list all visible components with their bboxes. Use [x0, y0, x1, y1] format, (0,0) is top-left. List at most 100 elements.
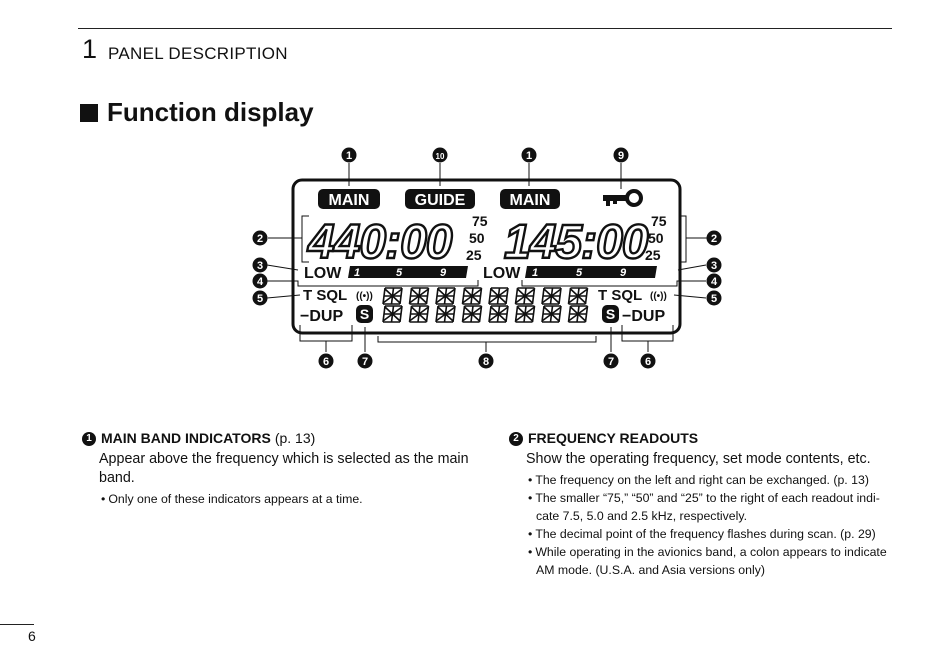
footer-rule	[0, 624, 34, 625]
callout-9: 9	[613, 147, 629, 163]
svg-text:9: 9	[620, 267, 627, 279]
char-cell	[435, 305, 456, 323]
item-heading: FREQUENCY READOUTS	[528, 430, 699, 446]
sub-freqs-right: 75 50 25	[645, 213, 667, 263]
char-cell	[567, 305, 589, 323]
svg-text:6: 6	[323, 356, 329, 368]
svg-text:7: 7	[608, 356, 614, 368]
chapter-title: PANEL DESCRIPTION	[108, 44, 288, 63]
svg-text:4: 4	[711, 276, 718, 288]
lcd-frame	[291, 178, 682, 335]
chapter-rule	[78, 28, 892, 29]
svg-text:5: 5	[396, 267, 403, 279]
dup-left: −DUP	[300, 308, 343, 325]
desc-item-1: 1 MAIN BAND INDICATORS (p. 13) Appear ab…	[82, 429, 482, 508]
svg-text:MAIN: MAIN	[329, 192, 370, 209]
tsql-right: T SQL	[598, 287, 642, 304]
function-display-diagram: MAIN GUIDE MAIN 440:00 145:00 75 50 25 7…	[252, 147, 722, 369]
callout-7-right: 7	[603, 353, 619, 369]
svg-text:75: 75	[651, 213, 667, 229]
key-icon	[603, 189, 643, 207]
callout-5-left: 5	[252, 290, 268, 306]
callout-10: 10	[432, 147, 448, 163]
svg-text:25: 25	[645, 247, 661, 263]
svg-text:50: 50	[469, 230, 485, 246]
guide-indicator: GUIDE	[405, 189, 475, 209]
char-cell	[382, 287, 403, 305]
callout-4-right: 4	[706, 273, 722, 289]
bullet-item: The smaller “75,” “50” and “25” to the r…	[526, 489, 901, 525]
meter-marks: 1 5 9 1 5 9	[354, 267, 627, 279]
callout-2-right: 2	[706, 230, 722, 246]
char-cell	[382, 305, 403, 323]
tone-symbol-right: ((•))	[650, 291, 667, 302]
svg-text:9: 9	[618, 150, 624, 162]
s-meter-right	[525, 266, 657, 278]
svg-text:3: 3	[257, 260, 263, 272]
char-cell	[514, 305, 536, 323]
callout-7-left: 7	[357, 353, 373, 369]
item-number-badge: 2	[509, 431, 523, 446]
main-indicator-left: MAIN	[318, 189, 380, 209]
section-title-text: Function display	[107, 97, 314, 127]
callout-3-right: 3	[706, 257, 722, 273]
item-body: Show the operating frequency, set mode c…	[526, 451, 871, 467]
char-cell	[488, 305, 509, 323]
svg-text:1: 1	[526, 150, 532, 162]
square-bullet-icon	[80, 103, 98, 122]
sub-freqs-left: 75 50 25	[466, 213, 488, 263]
s-badge-right: S	[602, 305, 619, 323]
svg-text:25: 25	[466, 247, 482, 263]
item-heading: MAIN BAND INDICATORS	[101, 430, 271, 446]
char-cell	[514, 287, 536, 305]
page-number: 6	[28, 628, 36, 644]
bullet-item: The frequency on the left and right can …	[526, 471, 901, 489]
dup-right: −DUP	[622, 308, 665, 325]
svg-text:5: 5	[257, 293, 263, 305]
alphanumeric-cells	[382, 287, 589, 323]
svg-text:75: 75	[472, 213, 488, 229]
char-cell	[408, 305, 430, 323]
bullet-item: While operating in the avionics band, a …	[526, 543, 901, 579]
callout-8: 8	[478, 353, 494, 369]
item-number-badge: 1	[82, 431, 96, 446]
section-title: Function display	[80, 97, 314, 128]
low-indicator-right: LOW	[483, 265, 521, 282]
bullet-item: Only one of these indicators appears at …	[99, 490, 482, 508]
svg-text:S: S	[606, 306, 615, 322]
svg-text:7: 7	[362, 356, 368, 368]
callout-5-right: 5	[706, 290, 722, 306]
svg-text:8: 8	[483, 356, 489, 368]
svg-text:GUIDE: GUIDE	[415, 192, 466, 209]
char-cell	[488, 287, 509, 305]
svg-text:4: 4	[257, 276, 264, 288]
svg-text:1: 1	[346, 150, 352, 162]
svg-text:MAIN: MAIN	[510, 192, 551, 209]
s-meter-left	[348, 266, 468, 278]
tsql-left: T SQL	[303, 287, 347, 304]
main-indicator-right: MAIN	[500, 189, 560, 209]
freq-readout-left: 440:00	[307, 216, 453, 269]
callout-1-top-right: 1	[521, 147, 537, 163]
s-badge-left: S	[356, 305, 373, 323]
bullet-item: The decimal point of the frequency flash…	[526, 525, 901, 543]
svg-text:S: S	[360, 306, 369, 322]
char-cell	[541, 305, 562, 323]
svg-text:50: 50	[648, 230, 664, 246]
item-body: Appear above the frequency which is sele…	[99, 451, 469, 486]
callout-leaders	[266, 163, 714, 352]
freq-readout-right: 145:00	[504, 216, 649, 269]
tone-symbol-left: ((•))	[356, 291, 373, 302]
callout-4-left: 4	[252, 273, 268, 289]
svg-text:1: 1	[532, 267, 538, 279]
low-indicator-left: LOW	[304, 265, 342, 282]
char-cell	[435, 287, 456, 305]
svg-text:2: 2	[257, 233, 263, 245]
callout-6-left: 6	[318, 353, 334, 369]
svg-text:5: 5	[576, 267, 583, 279]
svg-text:9: 9	[440, 267, 447, 279]
callout-6-right: 6	[640, 353, 656, 369]
svg-text:6: 6	[645, 356, 651, 368]
svg-text:2: 2	[711, 233, 717, 245]
item-bullets: Only one of these indicators appears at …	[99, 490, 482, 508]
